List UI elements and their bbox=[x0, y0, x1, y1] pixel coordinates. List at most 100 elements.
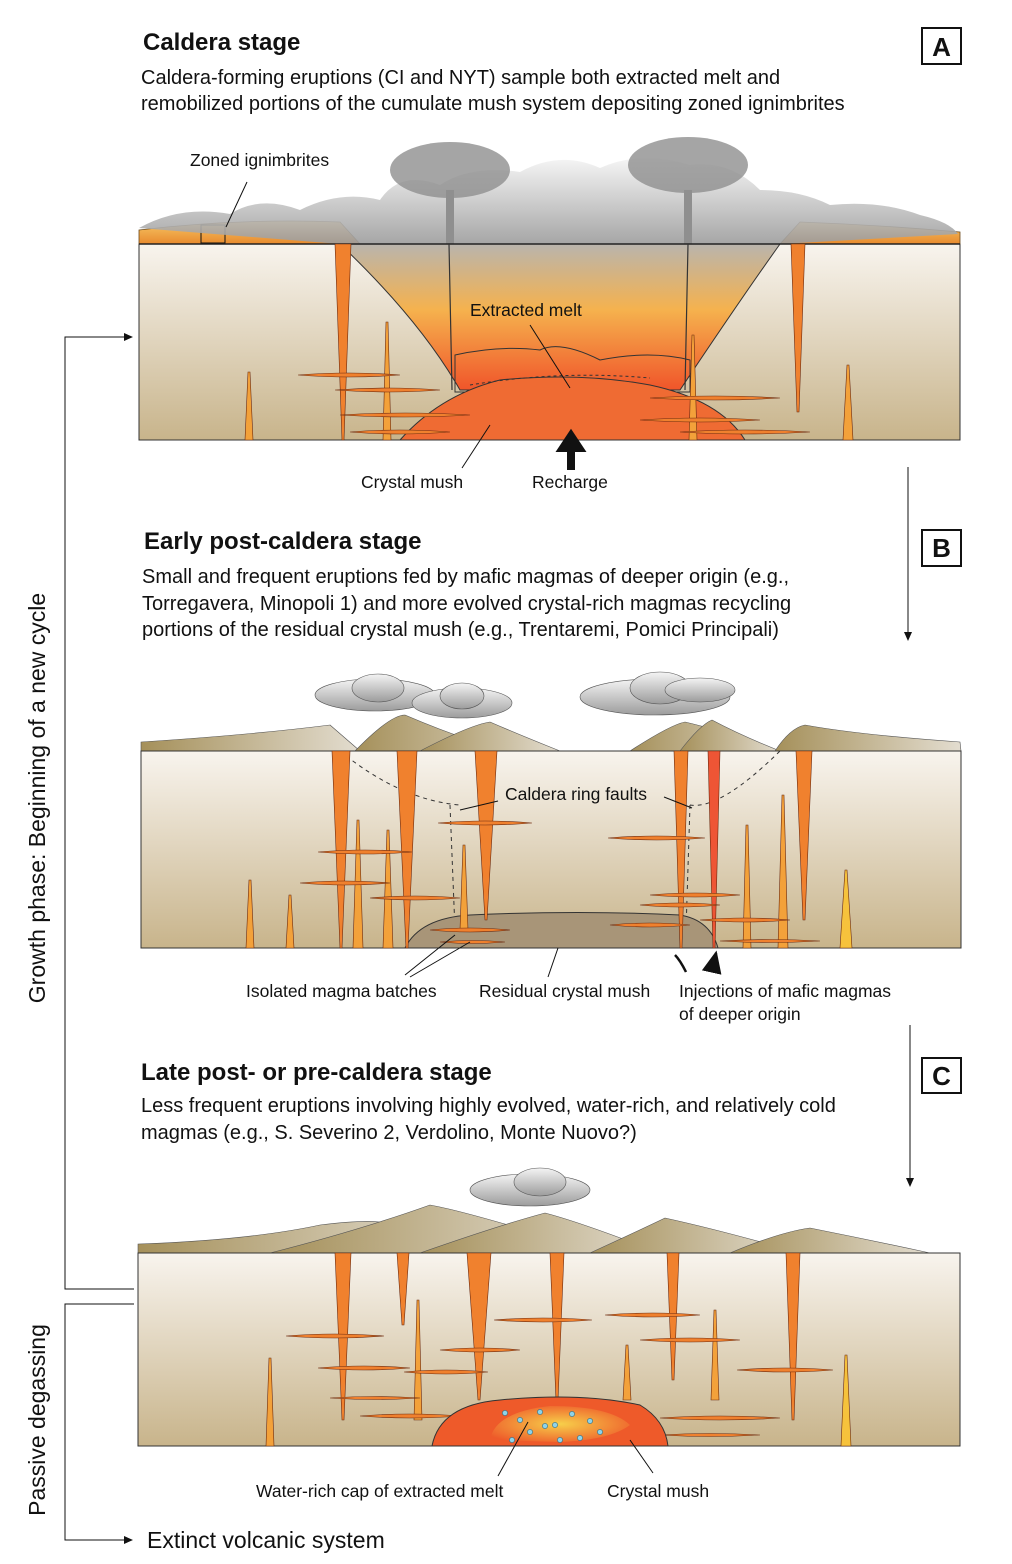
magma-dikes-sills-a bbox=[244, 243, 854, 441]
leader-faults-right bbox=[663, 796, 693, 809]
melt-surface bbox=[454, 346, 691, 393]
leader-faults-left bbox=[459, 800, 499, 811]
panel-b-letter-box bbox=[921, 529, 962, 567]
leader-batch-1 bbox=[404, 934, 456, 976]
panel-a-letter-box bbox=[921, 27, 962, 65]
magma-sill bbox=[493, 1317, 593, 1323]
panel-c-desc-line-1: Less frequent eruptions involving highly… bbox=[141, 1095, 836, 1117]
water-bubble bbox=[517, 1417, 523, 1423]
panel-a-title: Caldera stage bbox=[143, 29, 300, 56]
magma-sill bbox=[299, 880, 391, 886]
label-zoned-ignimbrites: Zoned ignimbrites bbox=[190, 150, 329, 170]
magma-dikes-sills-b bbox=[245, 750, 853, 949]
label-residual-crystal-mush: Residual crystal mush bbox=[479, 981, 650, 1001]
panel-b-desc-line-2: Torregavera, Minopoli 1) and more evolve… bbox=[142, 593, 791, 615]
magma-dike bbox=[622, 1344, 632, 1401]
water-bubble bbox=[597, 1429, 603, 1435]
magma-sill bbox=[607, 835, 706, 841]
growth-phase-label: Growth phase: Beginning of a new cycle bbox=[24, 593, 50, 1003]
magma-sill bbox=[679, 429, 811, 435]
passive-degassing-label: Passive degassing bbox=[24, 1324, 50, 1516]
magma-sill bbox=[659, 1415, 781, 1421]
magma-dike bbox=[673, 750, 689, 949]
panel-c: Late post- or pre-caldera stage Less fre… bbox=[137, 1057, 962, 1501]
panel-b-desc-line-1: Small and frequent eruptions fed by mafi… bbox=[142, 566, 789, 588]
panel-a-letter: A bbox=[932, 32, 951, 62]
magma-dike bbox=[396, 750, 418, 949]
water-bubble bbox=[569, 1411, 575, 1417]
magma-sill bbox=[699, 917, 791, 923]
panel-a-desc-line-2: remobilized portions of the cumulate mus… bbox=[141, 93, 845, 115]
magma-sill bbox=[649, 395, 781, 401]
magma-sill bbox=[317, 849, 413, 855]
label-water-rich-cap: Water-rich cap of extracted melt bbox=[256, 1481, 503, 1501]
leader-residual bbox=[547, 947, 559, 978]
eruption-plume-left bbox=[390, 142, 510, 198]
magma-dike bbox=[285, 894, 295, 949]
melt-mush-boundary bbox=[469, 374, 651, 386]
magma-dike bbox=[382, 829, 394, 949]
side-annotations: Growth phase: Beginning of a new cycle P… bbox=[24, 333, 385, 1553]
magma-dike bbox=[413, 1299, 423, 1421]
vent-column-right bbox=[684, 190, 692, 244]
injection-arrows-icon bbox=[674, 953, 718, 972]
magma-sill bbox=[659, 1433, 761, 1437]
panel-b-letter: B bbox=[932, 533, 951, 563]
magma-dike bbox=[842, 364, 854, 441]
magma-dike bbox=[710, 1309, 720, 1401]
magma-dike bbox=[474, 750, 498, 921]
magma-sill bbox=[604, 1312, 701, 1318]
magma-sill bbox=[437, 820, 533, 826]
magma-sill bbox=[349, 429, 451, 435]
magma-sill bbox=[639, 1337, 741, 1343]
magma-dike bbox=[785, 1252, 801, 1421]
hill-b-3 bbox=[419, 721, 561, 752]
label-crystal-mush-c: Crystal mush bbox=[607, 1481, 709, 1501]
ash-cloud bbox=[139, 158, 958, 244]
label-injections-line-1: Injections of mafic magmas bbox=[679, 981, 891, 1001]
extinct-arrow bbox=[64, 1303, 134, 1544]
water-bubble bbox=[552, 1422, 558, 1428]
leader-mush bbox=[461, 424, 491, 469]
eruption-plume-right bbox=[628, 137, 748, 193]
new-cycle-arrow bbox=[64, 333, 134, 1290]
magma-dike bbox=[790, 243, 806, 413]
magma-sill bbox=[329, 1396, 421, 1400]
label-caldera-ring-faults: Caldera ring faults bbox=[505, 784, 647, 804]
magma-dike bbox=[795, 750, 813, 921]
magma-dike bbox=[396, 1252, 410, 1326]
panel-c-letter: C bbox=[932, 1061, 951, 1091]
leader-cap bbox=[497, 1421, 529, 1477]
leader-batch-2 bbox=[409, 941, 471, 978]
magma-sill bbox=[334, 387, 441, 393]
water-bubble bbox=[587, 1418, 593, 1424]
water-bubble bbox=[509, 1437, 515, 1443]
hill-b-5 bbox=[679, 719, 781, 752]
magma-sill bbox=[649, 892, 741, 898]
water-bubble bbox=[542, 1423, 548, 1429]
hill-b-6 bbox=[774, 724, 962, 752]
water-bubble bbox=[537, 1409, 543, 1415]
magma-sill bbox=[439, 940, 506, 944]
label-isolated-magma-batches: Isolated magma batches bbox=[246, 981, 437, 1001]
water-bubble bbox=[502, 1410, 508, 1416]
magma-dike bbox=[839, 869, 853, 949]
recharge-arrow-icon bbox=[555, 428, 587, 470]
leader-melt bbox=[529, 324, 571, 389]
clouds-b bbox=[314, 671, 736, 719]
water-bubble bbox=[577, 1435, 583, 1441]
magma-dike bbox=[245, 879, 255, 949]
magma-dike bbox=[244, 371, 254, 441]
extinct-volcanic-system-label: Extinct volcanic system bbox=[147, 1527, 385, 1553]
hill-b-1 bbox=[140, 724, 361, 752]
leader-mush-c bbox=[629, 1439, 654, 1474]
magma-sill bbox=[639, 902, 721, 908]
water-bubble bbox=[557, 1437, 563, 1443]
label-extracted-melt: Extracted melt bbox=[470, 300, 582, 320]
magma-sill bbox=[639, 417, 761, 423]
magma-sill bbox=[297, 372, 401, 378]
magma-dike bbox=[382, 321, 392, 441]
magma-sill bbox=[736, 1367, 834, 1373]
magma-sill bbox=[403, 1369, 489, 1375]
